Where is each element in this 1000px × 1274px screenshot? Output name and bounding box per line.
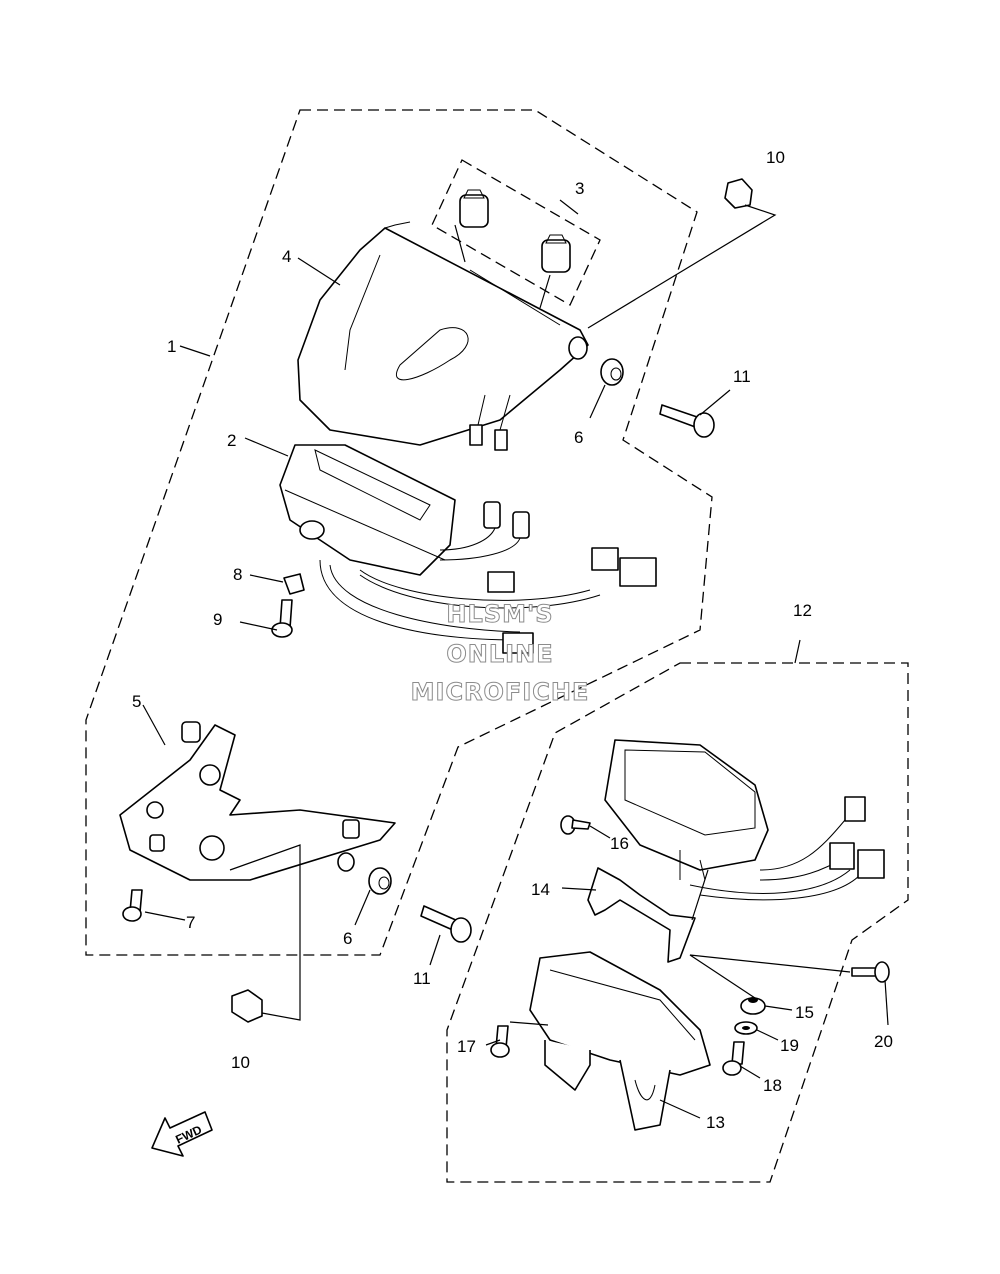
callout-11-lower: 11 xyxy=(413,969,431,988)
watermark: HLSM'S ONLINE MICROFICHE xyxy=(410,600,590,707)
callout-2: 2 xyxy=(227,431,236,450)
assembly-12-boundary xyxy=(446,662,909,1183)
grommet-6-lower xyxy=(368,867,392,895)
callout-7: 7 xyxy=(186,913,195,932)
bolt-9 xyxy=(271,599,293,638)
screw-17 xyxy=(490,1025,510,1058)
callout-18: 18 xyxy=(763,1076,782,1095)
meter-bracket xyxy=(119,721,396,881)
assembly-3-boundary xyxy=(431,159,601,306)
callout-16: 16 xyxy=(610,834,629,853)
assembly-1-boundary xyxy=(85,109,713,956)
callout-20: 20 xyxy=(874,1032,893,1051)
callout-14: 14 xyxy=(531,880,550,899)
meter-stay xyxy=(587,867,696,963)
meter-cover xyxy=(297,221,589,451)
meter-assembly xyxy=(279,444,657,654)
callout-10-upper: 10 xyxy=(766,148,785,167)
damper-10-upper xyxy=(724,178,753,209)
screw-20 xyxy=(851,961,890,983)
watermark-line-3: MICROFICHE xyxy=(411,678,590,706)
callout-6-upper: 6 xyxy=(574,428,583,447)
bulb-sockets xyxy=(459,189,571,273)
callout-5: 5 xyxy=(132,692,141,711)
screw-7 xyxy=(122,889,143,922)
callout-13: 13 xyxy=(706,1113,725,1132)
callout-19: 19 xyxy=(780,1036,799,1055)
callout-9: 9 xyxy=(213,610,222,629)
meter-unit xyxy=(604,739,885,901)
watermark-line-1: HLSM'S xyxy=(446,600,553,628)
leader-lines xyxy=(142,199,889,1119)
callout-3: 3 xyxy=(575,179,584,198)
callout-8: 8 xyxy=(233,565,242,584)
screw-18 xyxy=(722,1041,745,1076)
bolt-11-upper xyxy=(659,404,715,438)
callout-12: 12 xyxy=(793,601,812,620)
callouts: 1 2 3 4 5 6 6 7 8 9 10 10 11 11 12 13 14… xyxy=(132,148,893,1132)
damper-10-lower xyxy=(231,989,263,1023)
collar-8 xyxy=(283,573,305,595)
callout-4: 4 xyxy=(282,247,291,266)
forward-arrow: FWD xyxy=(151,1111,213,1157)
callout-11-upper: 11 xyxy=(733,367,751,386)
damper-15 xyxy=(740,997,766,1015)
watermark-line-2: ONLINE xyxy=(446,640,553,668)
callout-15: 15 xyxy=(795,1003,814,1022)
bolt-11-lower xyxy=(420,905,472,943)
callout-6-lower: 6 xyxy=(343,929,352,948)
callout-17: 17 xyxy=(457,1037,476,1056)
meter-case xyxy=(529,951,711,1131)
screw-16 xyxy=(560,815,591,835)
grommet-6-upper xyxy=(600,358,624,386)
callout-1: 1 xyxy=(167,337,176,356)
washer-19 xyxy=(734,1021,758,1035)
callout-10-lower: 10 xyxy=(231,1053,250,1072)
